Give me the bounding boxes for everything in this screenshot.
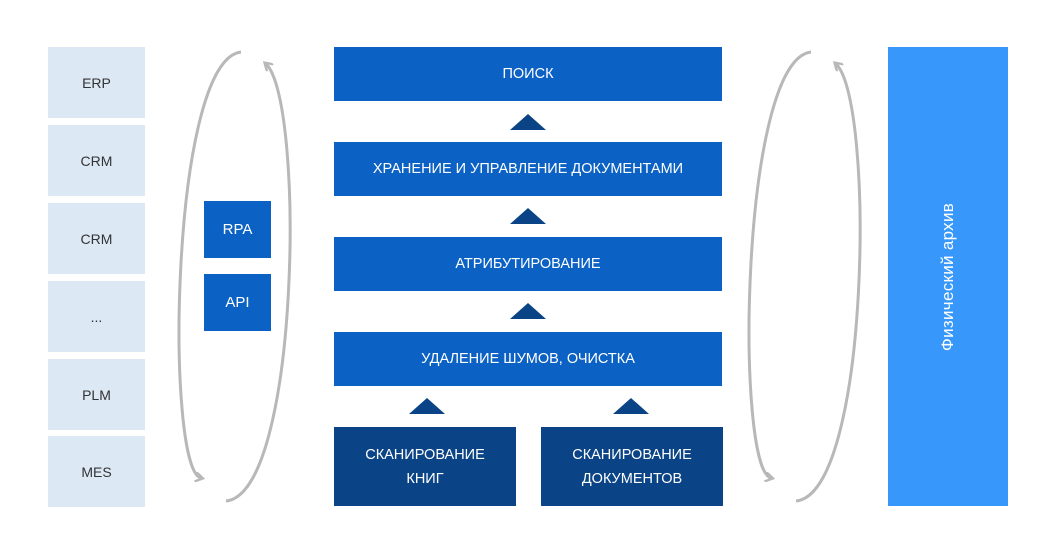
step-scan-documents: СКАНИРОВАНИЕ ДОКУМЕНТОВ <box>541 427 723 506</box>
step-storage: ХРАНЕНИЕ И УПРАВЛЕНИЕ ДОКУМЕНТАМИ <box>334 142 722 196</box>
step-attribution: АТРИБУТИРОВАНИЕ <box>334 237 722 291</box>
physical-archive: Физический архив <box>888 47 1008 506</box>
arrow-up-icon <box>613 398 649 414</box>
step-scan-books: СКАНИРОВАНИЕ КНИГ <box>334 427 516 506</box>
right-loop-inner-arc <box>795 64 862 503</box>
system-crm-1: CRM <box>48 125 145 196</box>
arrow-up-icon <box>409 398 445 414</box>
archive-label: Физический архив <box>938 202 957 351</box>
left-loop-outer-arc <box>177 50 242 478</box>
system-plm: PLM <box>48 359 145 430</box>
system-erp: ERP <box>48 47 145 118</box>
right-loop-outer-arc <box>747 50 812 478</box>
left-loop-inner-arc <box>225 64 292 503</box>
system-mes: MES <box>48 436 145 507</box>
arrow-up-icon <box>510 114 546 130</box>
system-ellipsis: ... <box>48 281 145 352</box>
step-cleanup: УДАЛЕНИЕ ШУМОВ, ОЧИСТКА <box>334 332 722 386</box>
system-crm-2: CRM <box>48 203 145 274</box>
arrow-up-icon <box>510 208 546 224</box>
tool-rpa: RPA <box>204 201 271 258</box>
step-search: ПОИСК <box>334 47 722 101</box>
tool-api: API <box>204 274 271 331</box>
arrow-up-icon <box>510 303 546 319</box>
